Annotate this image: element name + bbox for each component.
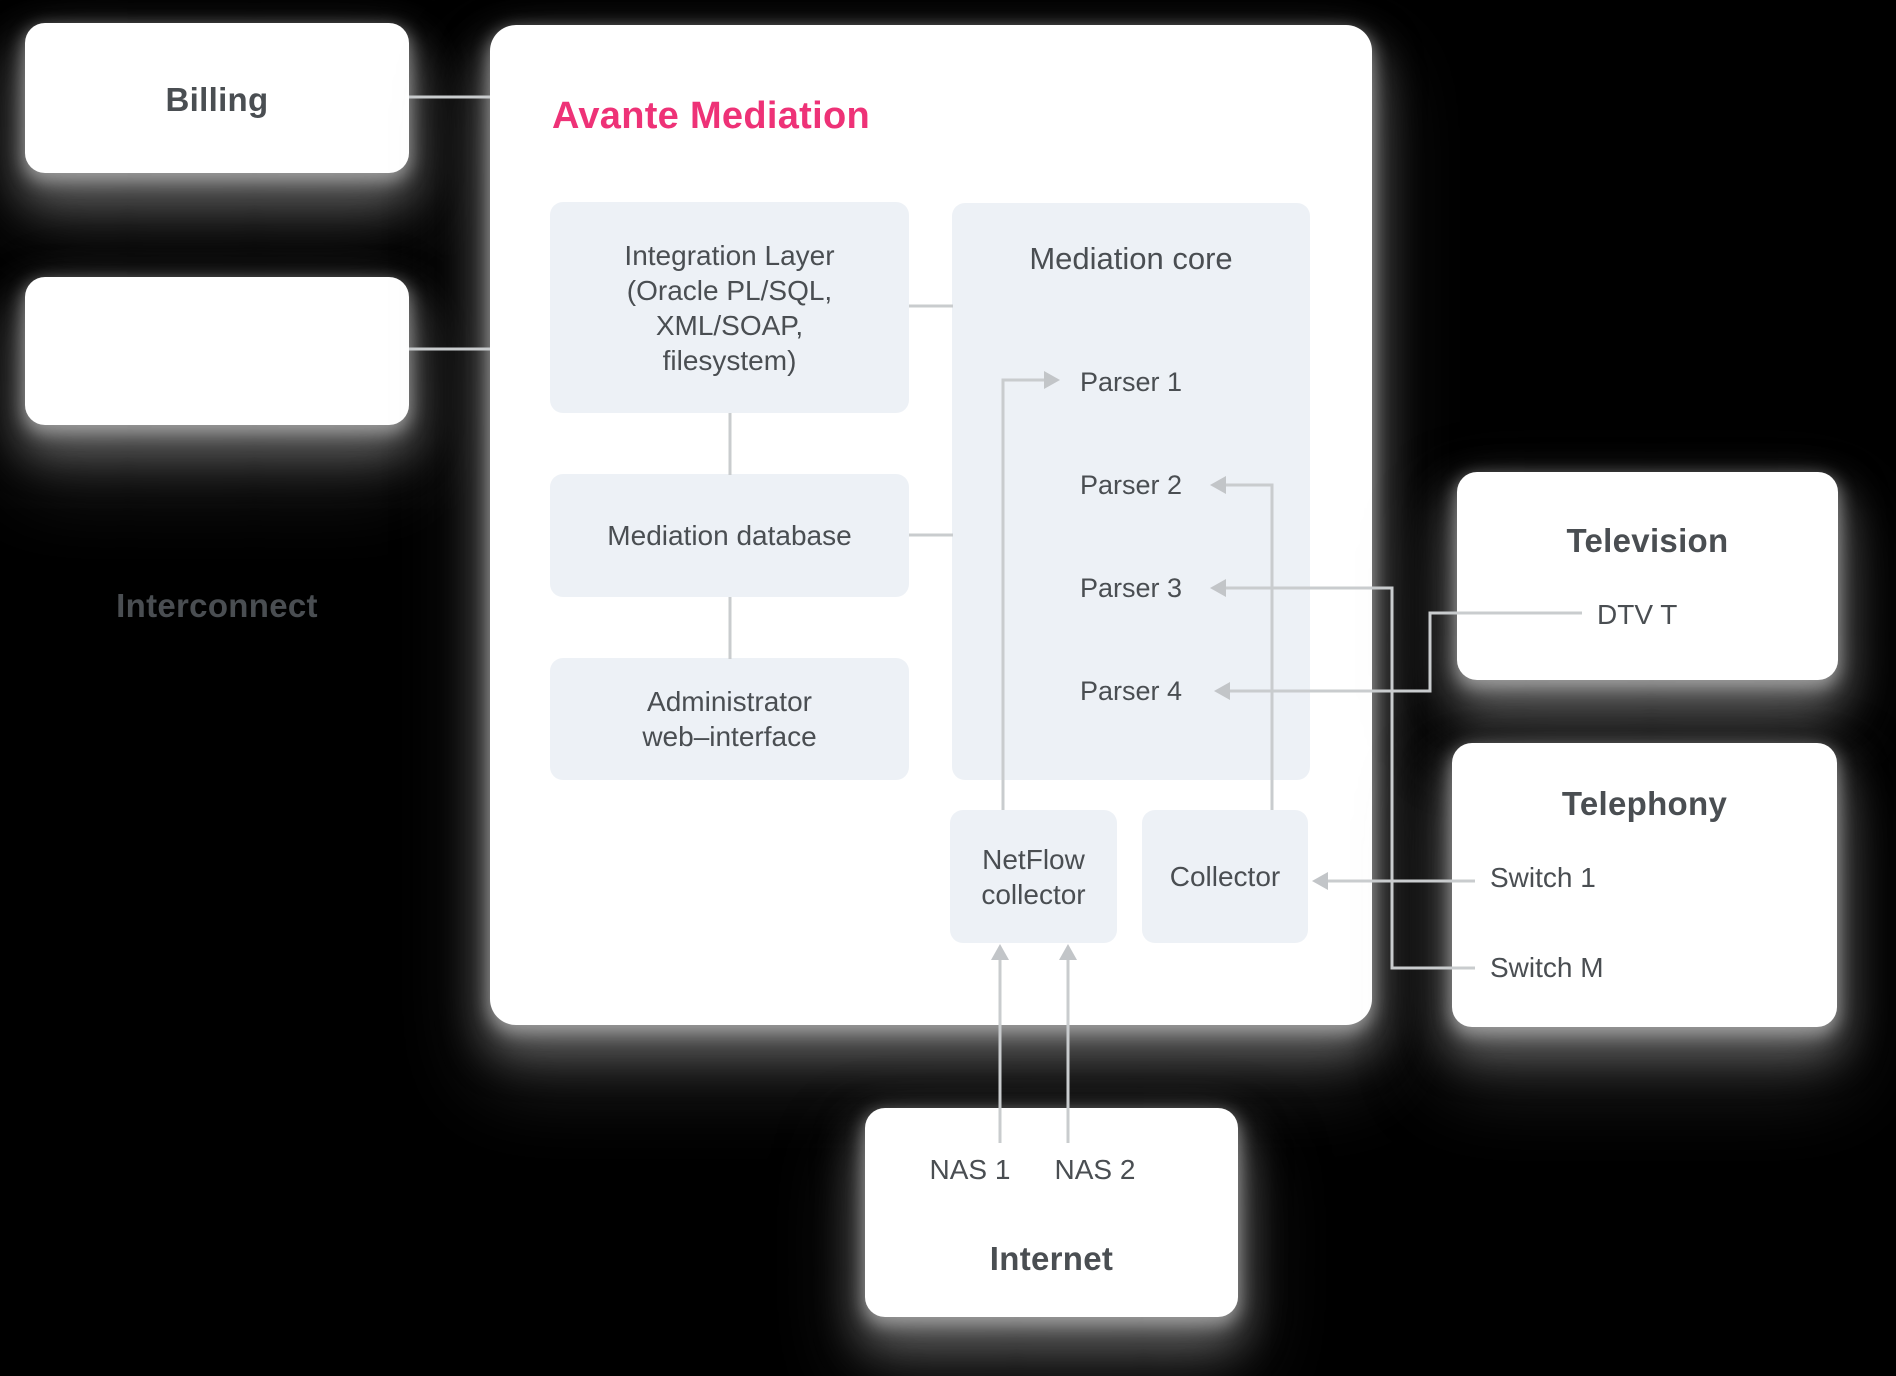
- parser-3: Parser 3: [1079, 573, 1183, 603]
- switch-m-label: Switch M: [1490, 952, 1604, 983]
- telephony-card: Telephony Switch 1 Switch M: [1452, 743, 1837, 1027]
- integration-layer-line2: (Oracle PL/SQL,: [626, 274, 833, 306]
- netflow-collector-node: NetFlow collector: [950, 810, 1117, 943]
- integration-layer-line1: Integration Layer: [624, 239, 835, 271]
- billing-card: Billing: [25, 23, 409, 173]
- interconnect-title: Interconnect: [116, 587, 318, 624]
- collector-label: Collector: [1169, 861, 1281, 892]
- avante-mediation-panel: Avante Mediation Integration Layer (Orac…: [490, 25, 1372, 1025]
- internet-title: Internet: [989, 1240, 1114, 1277]
- mediation-database-node: Mediation database: [550, 474, 909, 597]
- parser-4: Parser 4: [1079, 676, 1183, 706]
- telephony-title: Telephony: [1561, 785, 1728, 822]
- nas-1-label: NAS 1: [929, 1154, 1011, 1185]
- avante-mediation-title: Avante Mediation: [552, 95, 870, 137]
- billing-title: Billing: [165, 81, 269, 118]
- interconnect-card: Interconnect: [25, 277, 409, 624]
- television-title: Television: [1566, 522, 1729, 559]
- mediation-core-title: Mediation core: [1029, 241, 1233, 276]
- integration-layer-node: Integration Layer (Oracle PL/SQL, XML/SO…: [550, 202, 909, 413]
- admin-web-interface-node: Administrator web–interface: [550, 658, 909, 780]
- nas-2-label: NAS 2: [1054, 1154, 1136, 1185]
- parser-1: Parser 1: [1079, 367, 1183, 397]
- integration-layer-line4: filesystem): [662, 344, 797, 376]
- parser-2: Parser 2: [1079, 470, 1183, 500]
- mediation-database-label: Mediation database: [607, 520, 852, 551]
- mediation-core-node: Mediation core Parser 1 Parser 2 Parser …: [952, 203, 1310, 780]
- dtv-t-label: DTV T: [1597, 599, 1678, 630]
- netflow-line1: NetFlow: [982, 843, 1085, 875]
- netflow-line2: collector: [981, 878, 1086, 910]
- television-card: Television DTV T: [1457, 472, 1838, 680]
- internet-card: NAS 1 NAS 2 Internet: [865, 1108, 1238, 1317]
- collector-node: Collector: [1142, 810, 1308, 943]
- admin-line1: Administrator: [647, 686, 812, 717]
- integration-layer-line3: XML/SOAP,: [655, 309, 804, 341]
- admin-line2: web–interface: [642, 721, 817, 752]
- switch-1-label: Switch 1: [1490, 862, 1596, 893]
